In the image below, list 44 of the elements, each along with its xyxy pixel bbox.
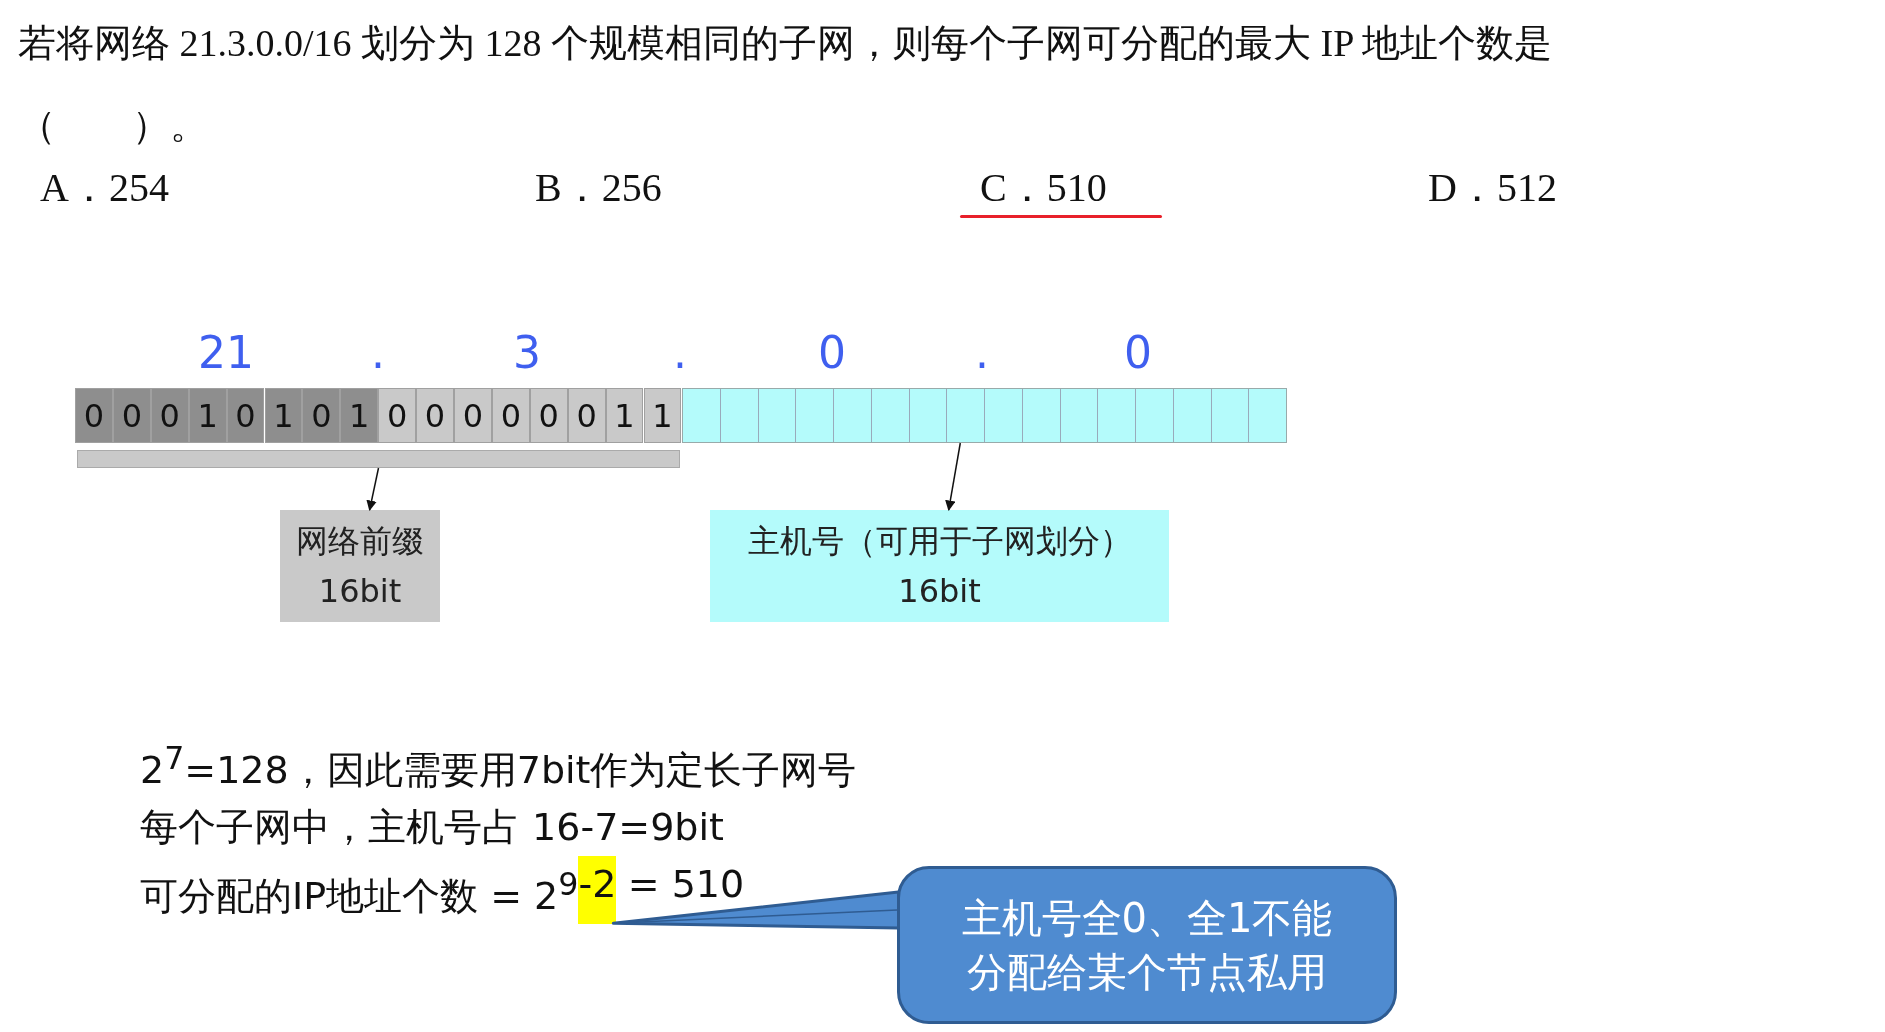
- answer-option: D．512: [1428, 160, 1557, 216]
- box-heading: 主机号（可用于子网划分）: [747, 521, 1132, 562]
- bit-digit: 0: [226, 388, 265, 443]
- question-text: 若将网络 21.3.0.0/16 划分为 128 个规模相同的子网，则每个子网可分配的最大 IP 地址个数是（ ）。: [18, 21, 1554, 148]
- octet-value: 0: [1123, 326, 1153, 380]
- answer-option: A．254: [40, 160, 169, 216]
- bit-digit: 0: [75, 388, 113, 443]
- bit-digit: 0: [529, 388, 568, 443]
- highlighted-term: -2: [578, 855, 617, 925]
- octet-value: 0: [817, 326, 847, 380]
- dot-separator: .: [370, 326, 386, 380]
- host-bits-field: [682, 388, 1287, 443]
- formula-text: 可分配的IP地址个数 = 2$^{9}$: [140, 864, 579, 920]
- answer-option: C．510: [980, 160, 1107, 216]
- box-heading: 网络前缀: [296, 521, 424, 562]
- bit-digit: 1: [643, 388, 682, 443]
- bit-digit: 0: [416, 388, 454, 443]
- label-box: [280, 510, 440, 622]
- bit-digit: 0: [378, 388, 417, 443]
- bit-digit: 0: [150, 388, 189, 443]
- explanation-line: 2$^{7}$=128，因此需要用7bit作为定长子网号: [140, 739, 857, 794]
- dot-separator: .: [672, 326, 688, 380]
- explanation-line: 每个子网中，主机号占 16-7=9bit: [140, 803, 724, 851]
- callout-bubble: 主机号全0、全1不能分配给某个节点私用: [897, 866, 1397, 1024]
- bit-digit: 1: [264, 388, 303, 443]
- answer-option: B．256: [535, 160, 662, 216]
- formula-result: = 510: [627, 860, 745, 908]
- arrow: [366, 467, 380, 512]
- dot-separator: .: [974, 326, 990, 380]
- bit-digit: 1: [188, 388, 227, 443]
- bit-digit: 0: [302, 388, 341, 443]
- bit-count: 16bit: [318, 571, 402, 612]
- bit-digit: 0: [454, 388, 492, 443]
- bit-digit: 0: [112, 388, 151, 443]
- octet-value: 21: [197, 326, 255, 380]
- prefix-bracket-bar: [77, 450, 680, 468]
- bit-digit: 0: [491, 388, 530, 443]
- bit-digit: 1: [605, 388, 644, 443]
- octet-value: 3: [512, 326, 542, 380]
- arrow: [945, 442, 962, 512]
- label-box: [710, 510, 1169, 622]
- bit-digit: 1: [340, 388, 379, 443]
- bit-digit: 0: [567, 388, 606, 443]
- bit-count: 16bit: [898, 571, 981, 612]
